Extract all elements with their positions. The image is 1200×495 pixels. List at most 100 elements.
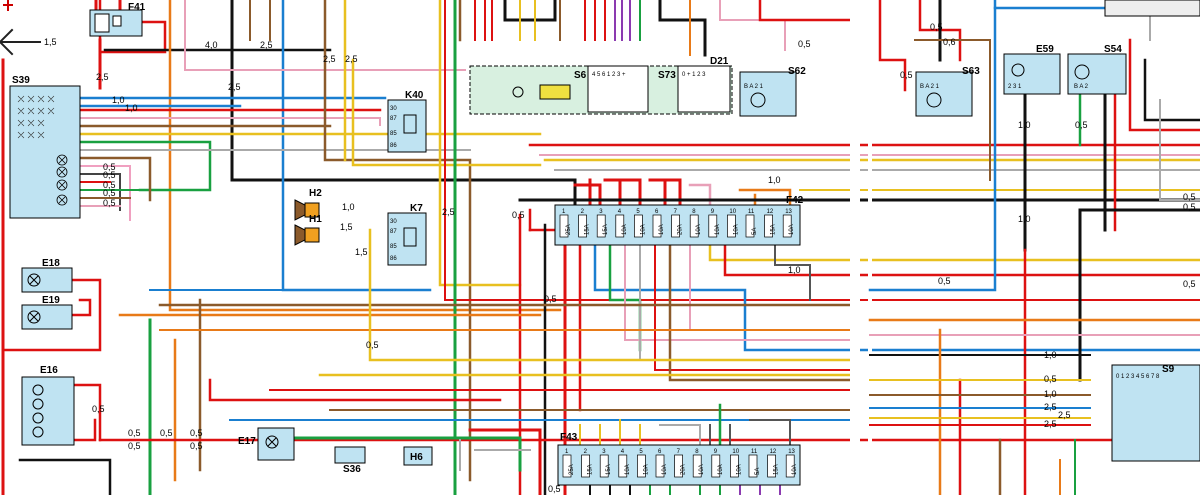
wire-label: 1,5 [355, 247, 368, 257]
e59-label: E59 [1036, 44, 1054, 55]
f43-fuse-rating: 10A [718, 464, 724, 475]
f43-fuse-5: 5 10A [637, 449, 649, 478]
f42-fuse-number: 1 [562, 209, 566, 215]
wire-label: 1,0 [1018, 214, 1031, 224]
top-right-connector [1104, 0, 1200, 17]
wire-label: 0,5 [92, 404, 105, 414]
svg-text:87: 87 [390, 229, 397, 235]
wire-label: 1,5 [44, 37, 57, 47]
f42-fuse-number: 6 [655, 209, 659, 215]
f43-fuse-rating: 10A [699, 464, 705, 475]
f43-fuse-number: 2 [584, 449, 588, 455]
f43-fuse-number: 10 [732, 449, 739, 455]
f43-fuse-number: 6 [658, 449, 662, 455]
f43-fuse-number: 13 [788, 449, 795, 455]
svg-text:86: 86 [390, 256, 397, 262]
f42-fuse-10: 10 10A [727, 209, 739, 238]
wire-label: 1,0 [768, 175, 781, 185]
wire-label: 2,5 [1044, 402, 1057, 412]
wire-label: 1,0 [788, 265, 801, 275]
wire-label: 0,6 [943, 37, 956, 47]
f43-fuse-rating: 10A [736, 464, 742, 475]
f42-fuse-rating: 10A [696, 224, 702, 235]
f42-fuse-9: 9 10A [708, 209, 721, 238]
f43-fuse-number: 1 [565, 449, 569, 455]
svg-text:86: 86 [390, 143, 397, 149]
f43-fuse-3: 3 15A [599, 449, 612, 478]
f42-fuse-number: 9 [711, 209, 715, 215]
wire-label: 0,5 [1044, 374, 1057, 384]
wire-label: 0,5 [1183, 192, 1196, 202]
f42-fuse-rating: 10A [733, 224, 739, 235]
h1-label: H1 [309, 214, 322, 225]
wire-label: 0,5 [103, 170, 116, 180]
s63-label: S63 [962, 66, 980, 77]
f42-fuse-3: 3 15A [596, 209, 609, 238]
e19-label: E19 [42, 295, 60, 306]
lamp-e18: E18 [21, 258, 73, 293]
f43-fuse-number: 11 [751, 449, 758, 455]
h6-label: H6 [410, 452, 423, 463]
svg-text:30: 30 [390, 219, 397, 225]
f43-label: F43 [560, 432, 578, 443]
f43-fuse-rating: 5A [755, 468, 761, 475]
s6-label: S6 [574, 70, 587, 81]
wire-label: 1,0 [1044, 389, 1057, 399]
f42-fuse-rating: 10A [640, 224, 646, 235]
wire-label: 0,5 [190, 441, 203, 451]
wire-label: 0,5 [103, 162, 116, 172]
wire-label: 1,0 [342, 202, 355, 212]
f42-fuse-number: 3 [599, 209, 603, 215]
wire-label: 2,5 [260, 40, 273, 50]
s73-label: S73 [658, 70, 676, 81]
wire-label: 2,5 [228, 82, 241, 92]
switch-s54: S54 B A 2 [1067, 44, 1127, 95]
f43-fuse-number: 3 [602, 449, 606, 455]
wire-label: 1,0 [112, 95, 125, 105]
fuse-block-f42: F42 125A215A315A410A510A610A720A810A910A… [554, 195, 804, 246]
horn-h2: H2 [294, 188, 322, 221]
lamp-e19: E19 [21, 295, 73, 330]
wire-label: 0,5 [930, 22, 943, 32]
wire-label: 2,5 [442, 207, 455, 217]
wire-label: 0,5 [190, 428, 203, 438]
svg-text:30: 30 [390, 106, 397, 112]
f42-fuse-number: 10 [729, 209, 736, 215]
e18-label: E18 [42, 258, 60, 269]
f42-fuse-rating: 10A [715, 224, 721, 235]
svg-text:B A 2 1: B A 2 1 [744, 84, 764, 90]
f43-fuse-number: 5 [639, 449, 643, 455]
f42-fuse-number: 5 [636, 209, 640, 215]
wire-label: 2,5 [96, 72, 109, 82]
f42-fuse-rating: 15A [603, 224, 609, 235]
d21-label: D21 [710, 56, 729, 67]
wire-label: 0,5 [512, 210, 525, 220]
svg-text:2 3 1: 2 3 1 [1008, 84, 1022, 90]
svg-text:B A 2 1: B A 2 1 [920, 84, 940, 90]
wire-label: 0,5 [103, 180, 116, 190]
wire-label: 0,5 [798, 39, 811, 49]
h2-label: H2 [309, 188, 322, 199]
wire-label: 0,5 [544, 294, 557, 304]
fuse-block-f43: F43 125A215A315A410A510A610A720A810A910A… [557, 432, 801, 486]
f43-fuse-rating: 10A [792, 464, 798, 475]
wire-label: 0,5 [1183, 279, 1196, 289]
svg-text:4 5 6 1 2 3 +: 4 5 6 1 2 3 + [592, 72, 626, 78]
f43-fuse-rating: 10A [643, 464, 649, 475]
wire-label: 1,0 [125, 103, 138, 113]
f43-fuse-number: 7 [677, 449, 681, 455]
f43-fuse-rating: 15A [606, 464, 612, 475]
wire-label: 0,5 [128, 428, 141, 438]
s54-label: S54 [1104, 44, 1122, 55]
